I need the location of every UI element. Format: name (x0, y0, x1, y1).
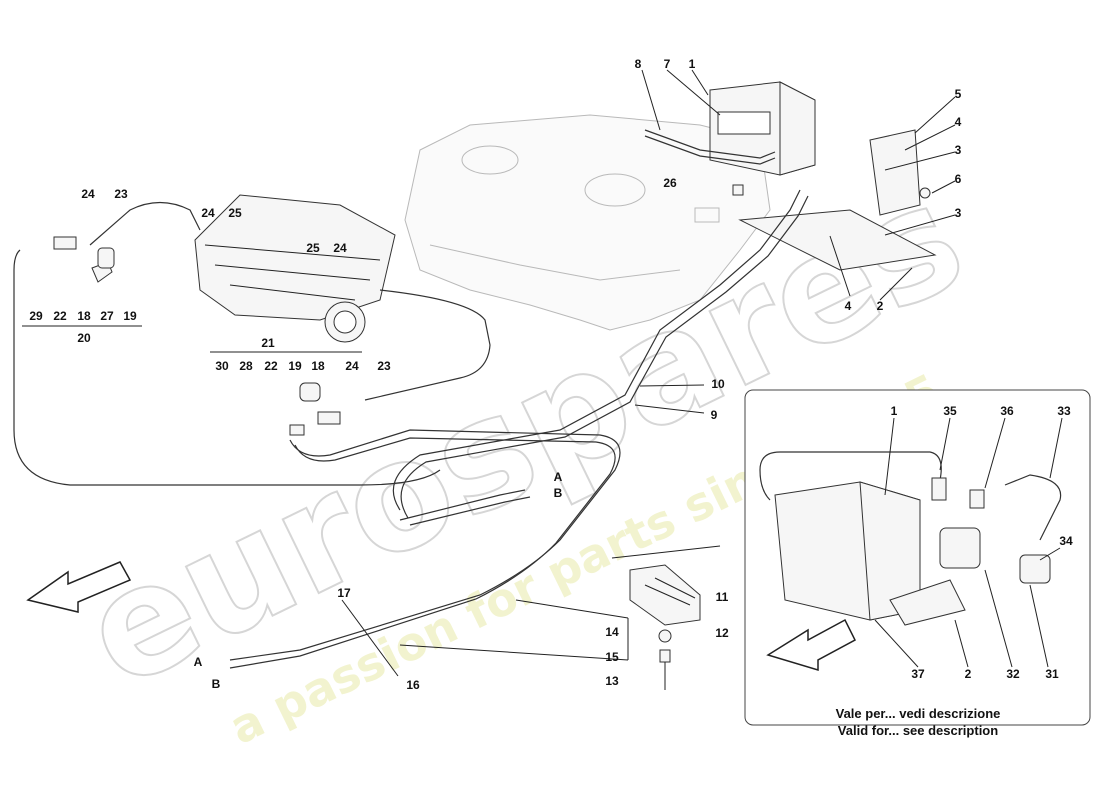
callout-9: 9 (711, 408, 718, 422)
inset-callout-33: 33 (1057, 404, 1071, 418)
callout-24b: 24 (201, 206, 215, 220)
callout-22a: 22 (53, 309, 67, 323)
inset-callout-31: 31 (1045, 667, 1059, 681)
left-assembly (53, 236, 115, 283)
inset-callout-37: 37 (911, 667, 925, 681)
callout-4b: 4 (845, 299, 852, 313)
callout-29: 29 (29, 309, 43, 323)
callout-28: 28 (239, 359, 253, 373)
inset-caption-english: Valid for... see description (838, 723, 998, 738)
callout-4a: 4 (955, 115, 962, 129)
connector-label-a2: A (194, 655, 203, 669)
connector-label-b1: B (554, 486, 563, 500)
pipe-clamp (629, 564, 701, 690)
carbon-canister (709, 81, 816, 176)
callout-23a: 23 (114, 187, 128, 201)
pipes (13, 129, 809, 669)
callout-12: 12 (715, 626, 729, 640)
callout-17: 17 (337, 586, 351, 600)
leader-lines (341, 69, 1063, 677)
callout-25a: 25 (228, 206, 242, 220)
callout-19b: 19 (288, 359, 302, 373)
callouts-main: 1 7 8 5 4 3 6 3 26 4 2 10 9 11 12 14 15 … (29, 57, 961, 692)
callout-16: 16 (406, 678, 420, 692)
inset-callout-32: 32 (1006, 667, 1020, 681)
callout-14: 14 (605, 625, 619, 639)
callouts-inset: 1 35 36 33 34 37 2 32 31 (891, 404, 1073, 681)
canister-bracket (732, 129, 937, 271)
fuel-tank (404, 114, 771, 331)
direction-arrow-main (26, 561, 132, 613)
callout-18b: 18 (311, 359, 325, 373)
callout-19a: 19 (123, 309, 137, 323)
callout-3a: 3 (955, 143, 962, 157)
inset-callout-2: 2 (965, 667, 972, 681)
callout-27: 27 (100, 309, 114, 323)
callout-8: 8 (635, 57, 642, 71)
middle-assembly (289, 382, 341, 436)
callout-10: 10 (711, 377, 725, 391)
callout-2: 2 (877, 299, 884, 313)
callout-25b: 25 (306, 241, 320, 255)
callout-20: 20 (77, 331, 91, 345)
group-brackets (22, 325, 721, 661)
inset-callout-36: 36 (1000, 404, 1014, 418)
callout-15: 15 (605, 650, 619, 664)
callout-22b: 22 (264, 359, 278, 373)
inset-caption-italian: Vale per... vedi descrizione (836, 706, 1001, 721)
callout-13: 13 (605, 674, 619, 688)
callout-6: 6 (955, 172, 962, 186)
callout-24a: 24 (81, 187, 95, 201)
inset-callout-35: 35 (943, 404, 957, 418)
inset-callout-1: 1 (891, 404, 898, 418)
inset-panel: Vale per... vedi descrizione Valid for..… (744, 389, 1091, 738)
engine (194, 194, 396, 343)
callout-7: 7 (664, 57, 671, 71)
callout-21: 21 (261, 336, 275, 350)
connector-label-b2: B (212, 677, 221, 691)
callout-24d: 24 (345, 359, 359, 373)
callout-23b: 23 (377, 359, 391, 373)
connector-label-a1: A (554, 470, 563, 484)
callout-1: 1 (689, 57, 696, 71)
inset-callout-34: 34 (1059, 534, 1073, 548)
callout-5: 5 (955, 87, 962, 101)
callout-24c: 24 (333, 241, 347, 255)
callout-11: 11 (716, 590, 729, 604)
callout-26: 26 (663, 176, 677, 190)
callout-18a: 18 (77, 309, 91, 323)
callout-3b: 3 (955, 206, 962, 220)
callout-30: 30 (215, 359, 229, 373)
